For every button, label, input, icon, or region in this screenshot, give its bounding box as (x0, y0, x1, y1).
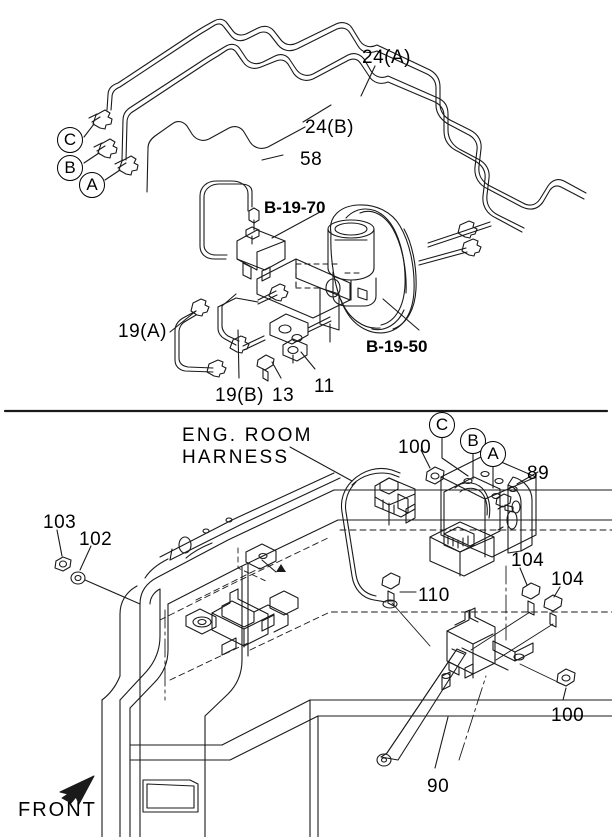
label-89: 89 (527, 463, 550, 484)
label-b-19-70: B-19-70 (264, 198, 326, 217)
port-circle-c: C (57, 127, 83, 153)
pipe-union-mid (268, 283, 289, 302)
leader-100-top (420, 449, 431, 469)
washer-102 (70, 571, 86, 585)
pipe-union-19b (229, 335, 250, 354)
pipe-union-19a-bottom (206, 359, 227, 378)
label-100-top: 100 (398, 437, 432, 458)
pipe-union-fitting-a (114, 155, 139, 176)
brake-pipe-run-inner (146, 121, 306, 193)
abs-bracket-assembly (446, 607, 534, 679)
leader-89 (516, 471, 539, 485)
label-100-bottom: 100 (551, 705, 585, 726)
abs-mounting-bracket-89 (507, 476, 533, 554)
leader-b (83, 152, 100, 164)
body-mounting-cradle (185, 588, 299, 656)
brake-pipe-run-outer (106, 18, 587, 210)
label-110: 110 (418, 585, 450, 606)
body-hidden-lines (159, 529, 612, 681)
panel-detail-holes (178, 517, 233, 554)
pipe-union-fitting-c (88, 109, 113, 130)
center-lines (164, 565, 507, 761)
pipe-union-19a-top (190, 298, 210, 317)
bolt-104-b (543, 594, 563, 628)
vehicle-body-panel (101, 472, 612, 837)
label-103: 103 (43, 512, 77, 533)
label-90: 90 (427, 776, 450, 797)
leader-a (104, 169, 121, 181)
leader-104-a (519, 567, 528, 586)
nut-103 (54, 556, 72, 572)
pipe-union-fitting-b (93, 138, 118, 159)
leader-fastener-104b (495, 623, 554, 661)
label-11: 11 (314, 376, 335, 397)
vacuum-valve-block (236, 207, 286, 282)
abs-port-circle-b: B (460, 428, 486, 454)
label-13: 13 (272, 385, 295, 406)
leader-102-to-body (84, 579, 141, 605)
pipe-junction-to-booster (217, 290, 332, 333)
front-direction-arrow (59, 775, 95, 805)
label-b-19-50: B-19-50 (366, 337, 428, 356)
label-harness: HARNESS (182, 447, 290, 468)
leader-c (83, 123, 95, 138)
leader-fastener-100 (519, 663, 567, 687)
leader-58 (261, 154, 284, 161)
bracket-stud (441, 671, 451, 691)
label-58: 58 (300, 149, 323, 170)
label-104-b: 104 (551, 569, 585, 590)
label-102: 102 (79, 529, 113, 550)
nut-100-top (425, 466, 445, 485)
brake-pipe-run-middle (121, 43, 525, 233)
label-24b: 24(B) (305, 117, 354, 138)
abs-side-bolt (495, 493, 514, 513)
leader-11 (300, 351, 316, 370)
port-circle-b: B (57, 155, 83, 181)
bolt-110 (381, 572, 401, 607)
leader-102 (79, 545, 92, 571)
leader-90 (434, 716, 449, 769)
dash-panel-plate (256, 258, 351, 319)
leader-103 (56, 529, 63, 557)
pipe-union-right-1 (457, 220, 478, 239)
port-circle-a: A (79, 172, 105, 198)
engine-room-harness-wire (340, 467, 401, 603)
master-cylinder (325, 219, 377, 307)
abs-port-circle-a: A (480, 441, 506, 467)
reservoir-cap (334, 222, 368, 236)
leader-fastener-104a (470, 611, 531, 651)
harness-connector-block (374, 477, 416, 526)
bolt-13 (256, 354, 275, 382)
leader-24a (360, 65, 376, 97)
leader-fastener-110 (391, 602, 431, 647)
support-arm-90 (376, 648, 467, 767)
brake-booster (330, 204, 417, 334)
leader-104-b (553, 586, 561, 598)
label-24a: 24(A) (362, 47, 411, 68)
label-eng-room: ENG. ROOM (182, 425, 313, 446)
leader-b1970 (271, 211, 321, 239)
abs-port-circle-c: C (429, 412, 455, 438)
vacuum-hose (199, 180, 253, 260)
junction-block-11 (269, 313, 309, 364)
label-front: FRONT (18, 799, 97, 821)
label-19a: 19(A) (118, 321, 167, 342)
label-19b: 19(B) (215, 385, 264, 406)
mounting-tab-upper (245, 543, 286, 573)
pipe-union-right-2 (461, 238, 482, 257)
label-104-a: 104 (511, 550, 545, 571)
pipe-19a (174, 310, 214, 373)
leader-100-bottom (562, 687, 567, 701)
pipe-right-lower (418, 247, 468, 266)
bolt-104-a (521, 582, 541, 616)
booster-mount-bracket (319, 287, 340, 343)
leader-b1950 (382, 298, 420, 331)
leader-abs-c (441, 437, 469, 477)
pipe-19b (217, 305, 266, 351)
leader-harness (289, 446, 353, 482)
leader-19a (169, 310, 197, 333)
leader-24b (302, 104, 332, 123)
